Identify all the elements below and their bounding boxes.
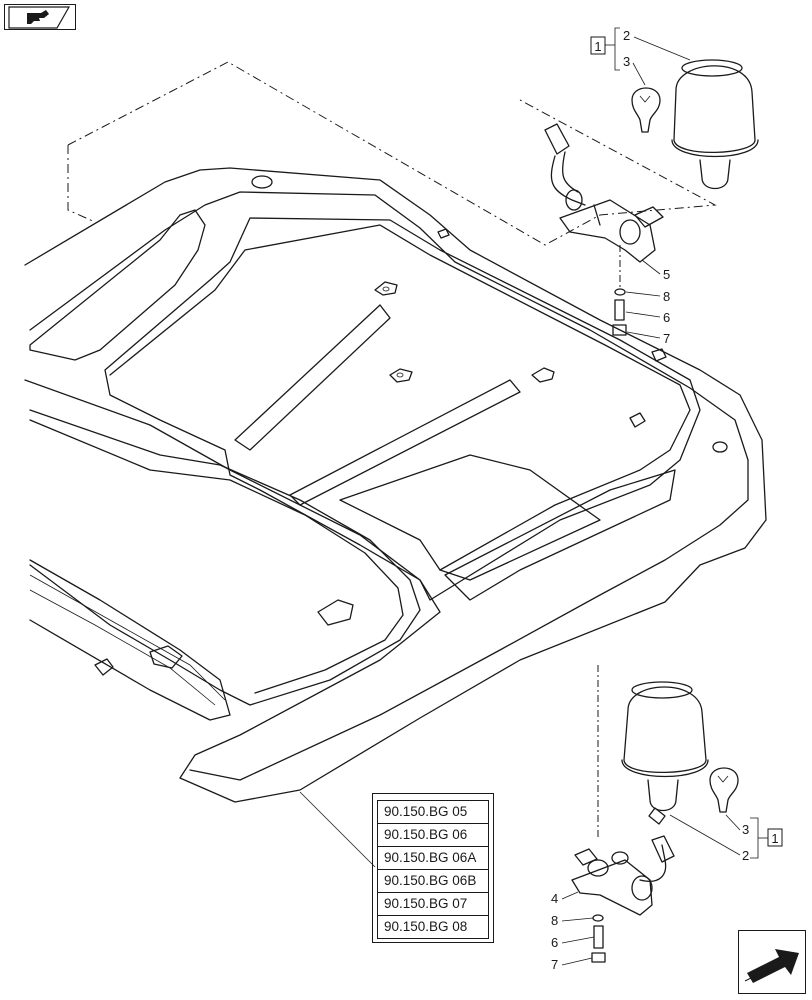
- callout-kit-top: 1: [594, 39, 601, 54]
- callout-washer-bottom: 8: [551, 913, 558, 928]
- hand-pointer-icon-button[interactable]: [4, 4, 76, 30]
- reference-link[interactable]: 90.150.BG 06: [377, 823, 489, 847]
- callout-washer-top: 8: [663, 289, 670, 304]
- callouts-bottom: 3 2 1 4 8 6 7: [551, 814, 783, 972]
- beacon-assembly-top: [544, 59, 759, 336]
- callout-beacon-bottom: 2: [742, 848, 749, 863]
- callouts-top: 1 2 3 5 8 6 7: [590, 27, 691, 346]
- arrow-next-icon-button[interactable]: [738, 930, 806, 994]
- beacon-assembly-bottom: [571, 681, 739, 963]
- callout-bracket-top: 5: [663, 267, 670, 282]
- reference-link[interactable]: 90.150.BG 05: [377, 800, 489, 824]
- callout-kit-bottom: 1: [771, 831, 778, 846]
- reference-frame: [372, 793, 494, 943]
- callout-screw-top: 6: [663, 310, 670, 325]
- hand-pointer-icon: [8, 6, 71, 29]
- reference-link[interactable]: 90.150.BG 06B: [377, 869, 489, 893]
- cab-roof-panel: [24, 167, 767, 868]
- callout-bulb-top: 3: [623, 54, 630, 69]
- callout-bulb-bottom: 3: [742, 822, 749, 837]
- callout-screw-bottom: 6: [551, 935, 558, 950]
- reference-leader-line: [299, 791, 376, 868]
- callout-beacon-top: 2: [623, 28, 630, 43]
- assembly-line-top: [67, 61, 717, 246]
- callout-nut-top: 7: [663, 331, 670, 346]
- callout-bracket-bottom: 4: [551, 891, 558, 906]
- reference-link[interactable]: 90.150.BG 06A: [377, 846, 489, 870]
- reference-link[interactable]: 90.150.BG 08: [377, 915, 489, 939]
- reference-link[interactable]: 90.150.BG 07: [377, 892, 489, 916]
- arrow-next-icon: [744, 949, 799, 983]
- callout-nut-bottom: 7: [551, 957, 558, 972]
